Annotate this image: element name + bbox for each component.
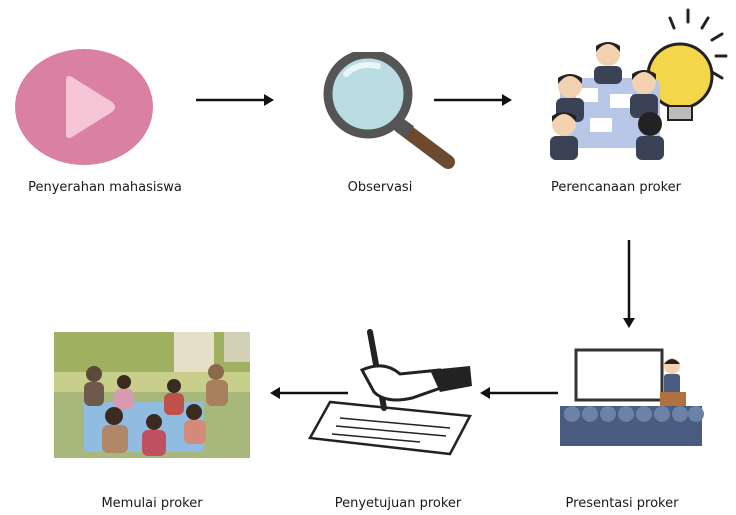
step-penyetujuan bbox=[300, 326, 480, 466]
arrow-right-2 bbox=[434, 94, 512, 106]
arrow-left-1 bbox=[480, 387, 558, 399]
presentation-icon bbox=[560, 348, 704, 446]
step-label-penyerahan: Penyerahan mahasiswa bbox=[28, 180, 182, 195]
signing-icon bbox=[307, 329, 472, 456]
step-penyerahan bbox=[14, 48, 154, 166]
step-presentasi bbox=[556, 344, 706, 448]
step-label-observasi: Observasi bbox=[347, 180, 413, 195]
step-label-memulai: Memulai proker bbox=[101, 496, 203, 511]
classroom-photo bbox=[54, 332, 250, 458]
play-icon bbox=[15, 49, 153, 165]
magnifier-icon bbox=[323, 52, 455, 169]
step-perencanaan bbox=[540, 8, 730, 168]
step-label-perencanaan: Perencanaan proker bbox=[551, 180, 681, 195]
step-memulai bbox=[54, 332, 250, 458]
arrow-right-1 bbox=[196, 94, 274, 106]
step-label-presentasi: Presentasi proker bbox=[565, 496, 679, 511]
step-label-penyetujuan: Penyetujuan proker bbox=[334, 496, 462, 511]
arrow-down bbox=[623, 240, 635, 328]
arrow-left-2 bbox=[270, 387, 348, 399]
step-observasi bbox=[318, 52, 458, 172]
team-meeting-icon bbox=[550, 8, 728, 160]
